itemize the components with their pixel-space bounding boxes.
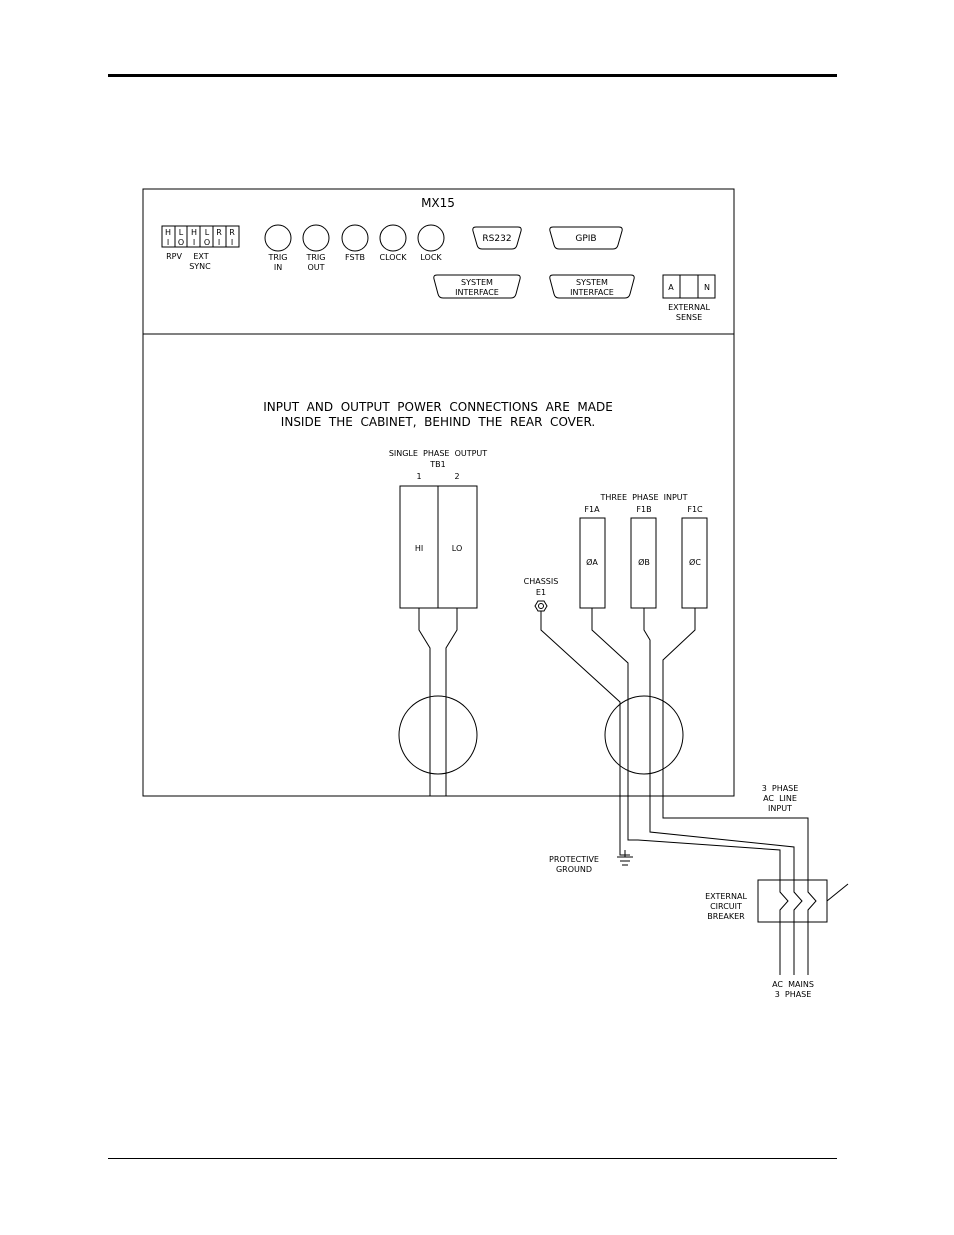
signal-terminal-bottom: I xyxy=(231,238,233,247)
chassis-label: E1 xyxy=(536,588,546,597)
input-title: THREE PHASE INPUT xyxy=(599,493,687,502)
signal-terminal-top: L xyxy=(205,228,210,237)
sense-terminal-label: A xyxy=(668,283,674,292)
rpv-label: RPV xyxy=(166,252,182,261)
output-terminal-label: LO xyxy=(452,544,462,553)
bnc-label: OUT xyxy=(307,263,324,272)
ac-line-label: INPUT xyxy=(768,804,792,813)
external-sense-terminal: A N xyxy=(662,274,716,299)
phase-label: ØA xyxy=(586,557,598,567)
fuse-label: F1A xyxy=(584,505,600,514)
output-terminal-block xyxy=(399,485,478,609)
clock-connector xyxy=(379,224,407,252)
ground-label: PROTECTIVE xyxy=(549,855,599,864)
signal-terminal-block: H L H L R R I O I O I I xyxy=(161,225,240,248)
output-terminal-number: 2 xyxy=(454,472,459,481)
output-terminal-number: 1 xyxy=(416,472,421,481)
gpib-label: GPIB xyxy=(575,234,596,244)
bnc-label: IN xyxy=(274,263,282,272)
bnc-label: LOCK xyxy=(420,253,442,262)
gpib-connector xyxy=(549,226,623,250)
external-sense-label: EXTERNAL xyxy=(668,303,710,312)
system-interface-connector-1 xyxy=(433,274,521,299)
signal-terminal-bottom: I xyxy=(218,238,220,247)
sync-label: SYNC xyxy=(189,262,211,271)
system-interface-label: INTERFACE xyxy=(455,288,499,297)
signal-terminal-bottom: O xyxy=(178,238,184,247)
signal-terminal-top: H xyxy=(165,228,171,237)
protective-ground-icon xyxy=(617,850,633,866)
signal-terminal-top: L xyxy=(179,228,184,237)
input-cable xyxy=(540,608,809,880)
model-label: MX15 xyxy=(421,196,455,210)
fstb-connector xyxy=(341,224,369,252)
ac-line-label: 3 PHASE xyxy=(762,784,799,793)
breaker-label: CIRCUIT xyxy=(710,902,742,911)
signal-terminal-bottom: O xyxy=(204,238,210,247)
signal-terminal-bottom: I xyxy=(193,238,195,247)
output-terminal-label: HI xyxy=(415,544,423,553)
chassis-stud-icon xyxy=(534,600,548,612)
bnc-label: TRIG xyxy=(305,253,325,262)
breaker-label: EXTERNAL xyxy=(705,892,747,901)
bnc-label: FSTB xyxy=(345,253,365,262)
system-interface-connector-2 xyxy=(549,274,635,299)
system-interface-label: INTERFACE xyxy=(570,288,614,297)
mains-label: AC MAINS xyxy=(772,980,814,989)
signal-terminal-top: R xyxy=(229,228,235,237)
chassis-label: CHASSIS xyxy=(524,577,559,586)
output-tb-label: TB1 xyxy=(429,460,445,469)
footer-rule xyxy=(108,1158,837,1159)
signal-terminal-top: R xyxy=(216,228,222,237)
system-interface-label: SYSTEM xyxy=(576,278,608,287)
mains-label: 3 PHASE xyxy=(775,990,812,999)
system-interface-label: SYSTEM xyxy=(461,278,493,287)
bnc-label: CLOCK xyxy=(380,253,408,262)
header-rule xyxy=(108,74,837,77)
breaker-label: BREAKER xyxy=(707,912,745,921)
ac-line-label: AC LINE xyxy=(763,794,797,803)
fuse-label: F1C xyxy=(687,505,703,514)
trig-in-connector xyxy=(264,224,292,252)
mains-wires xyxy=(779,922,809,975)
fuse-label: F1B xyxy=(636,505,651,514)
rear-panel xyxy=(142,188,735,797)
bnc-label: TRIG xyxy=(267,253,287,262)
sense-terminal-label: N xyxy=(704,283,710,292)
output-title: SINGLE PHASE OUTPUT xyxy=(389,449,487,458)
signal-terminal-top: H xyxy=(191,228,197,237)
signal-terminal-bottom: I xyxy=(167,238,169,247)
ext-label: EXT xyxy=(193,252,208,261)
lock-connector xyxy=(417,224,445,252)
phase-label: ØB xyxy=(638,557,650,567)
note-line-2: INSIDE THE CABINET, BEHIND THE REAR COVE… xyxy=(281,415,595,429)
trig-out-connector xyxy=(302,224,330,252)
rs232-label: RS232 xyxy=(482,234,511,244)
circuit-breaker-icon xyxy=(757,879,849,923)
rs232-connector xyxy=(472,226,522,250)
output-cable xyxy=(398,608,478,796)
ground-label: GROUND xyxy=(556,865,592,874)
note-line-1: INPUT AND OUTPUT POWER CONNECTIONS ARE M… xyxy=(263,400,613,414)
phase-label: ØC xyxy=(689,557,701,567)
external-sense-label: SENSE xyxy=(676,313,702,322)
